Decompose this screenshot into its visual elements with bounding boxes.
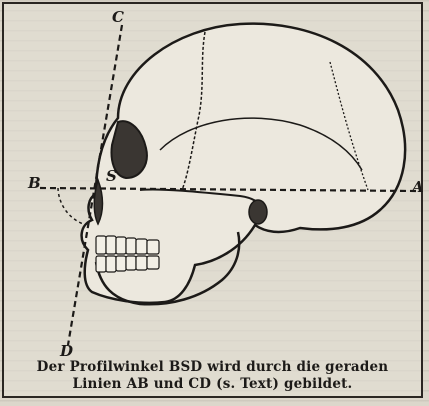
label-b: B	[27, 174, 41, 192]
label-s: S	[106, 167, 117, 185]
label-c: C	[112, 8, 124, 26]
figure-caption: Der Profilwinkel BSD wird durch die gera…	[6, 359, 419, 393]
label-a: A	[410, 178, 424, 196]
profile-angle-arc	[58, 188, 86, 225]
caption-line-2: Linien AB und CD (s. Text) gebildet.	[6, 376, 419, 393]
label-d: D	[59, 342, 73, 360]
teeth	[96, 236, 159, 272]
caption-line-1: Der Profilwinkel BSD wird durch die gera…	[6, 359, 419, 376]
ear-opening	[249, 200, 267, 224]
